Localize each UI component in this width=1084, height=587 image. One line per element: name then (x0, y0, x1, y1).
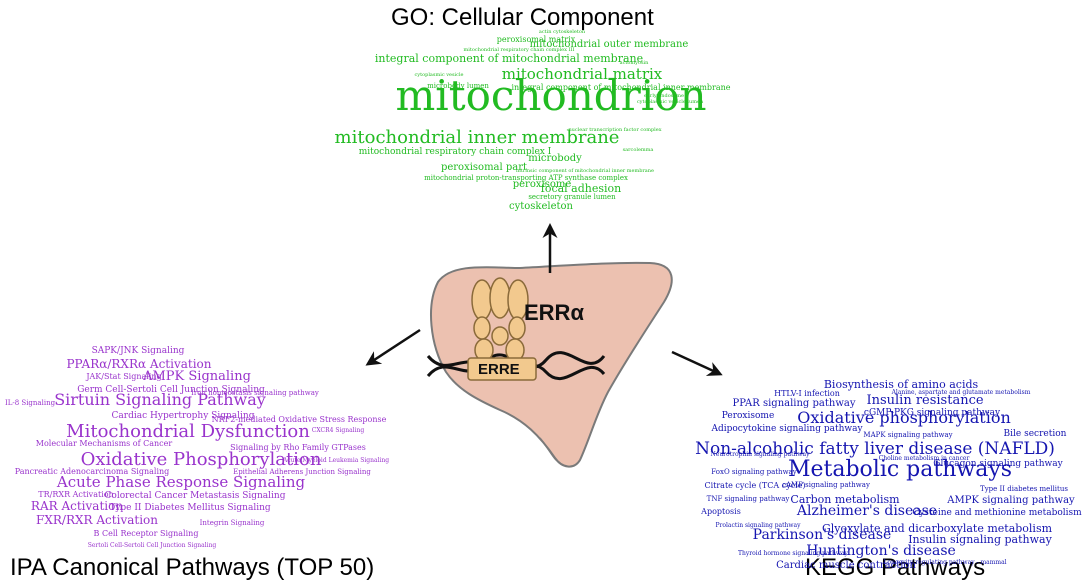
kegg-term: Alanine, aspartate and glutamate metabol… (891, 388, 1031, 396)
kegg-term: Peroxisome (721, 411, 775, 422)
go-term: sarcolemma (622, 146, 654, 153)
go-term: focal adhesion (540, 181, 622, 195)
erre-box (467, 357, 537, 381)
errα-label: ERRα (524, 300, 584, 325)
ipa-term: RAR Activation (30, 498, 124, 513)
go-term: mitochondrion (395, 71, 707, 121)
go-term: actin cytoskeleton (538, 28, 586, 35)
kegg-title: KEGG Pathways (805, 554, 986, 581)
kegg-term: Bile secretion (1003, 429, 1067, 440)
kegg-term: Oxidative phosphorylation (797, 408, 1011, 428)
ipa-term: Mitochondrial Dysfunction (66, 420, 310, 442)
ipa-term: Acute Phase Response Signaling (56, 473, 306, 492)
ipa-term: Pancreatic Adenocarcinoma Signaling (14, 467, 170, 477)
kegg-term: Prolactin signaling pathway (715, 521, 801, 529)
kegg-term: Thyroid hormone signaling pathway (738, 549, 848, 557)
kegg-term: cGMP-PKG signaling pathway (863, 408, 1001, 419)
go-term: secretory granule lumen (528, 193, 616, 202)
kegg-term: Insulin resistance (866, 392, 984, 408)
ipa-term: Colorectal Cancer Metastasis Signaling (104, 491, 286, 502)
ipa-term: Germ Cell-Sertoli Cell Junction Signalin… (77, 385, 265, 396)
kegg-term: Insulin signaling pathway (908, 532, 1052, 546)
kegg-term: TNF signaling pathway (706, 495, 790, 504)
go-term: cytoplasmic vesicle (414, 71, 464, 78)
errα-dimer (471, 277, 529, 362)
ipa-term: AMPK Signaling (143, 368, 251, 384)
go-term: mitochondrial proton-transporting ATP sy… (424, 174, 628, 183)
ipa-term: TR/RXR Activation (38, 490, 114, 500)
ipa-term: NRF2-mediated Oxidative Stress Response (211, 415, 387, 425)
kegg-term: Glucagon signaling pathway (933, 459, 1063, 470)
kegg-term: Apoptosis (701, 507, 741, 517)
kegg-term: AMPK signaling pathway (947, 494, 1075, 506)
ipa-term: Epithelial Adherens Junction Signaling (233, 468, 371, 477)
kegg-term: Type II diabetes mellitus (980, 485, 1068, 494)
ipa-term: FXR/RXR Activation (36, 512, 158, 527)
kegg-term: Cysteine and methionine metabolism (912, 508, 1082, 519)
go-term: early endosome (643, 92, 685, 99)
ipa-term: JAK/Stat Signaling (86, 372, 162, 382)
kegg-term: Cardiac muscle contraction (776, 559, 916, 571)
go-term: peroxisomal part (440, 161, 528, 173)
go-term: mitochondrial matrix (501, 65, 663, 84)
liver-shape (430, 261, 673, 468)
kegg-term: FoxO signaling pathway (711, 468, 797, 477)
go-term: microbody (528, 152, 582, 164)
erre-label: ERRE (478, 361, 520, 378)
arrow-to-kegg (671, 350, 723, 376)
kegg-term: cAMP signaling pathway (782, 481, 870, 490)
ipa-term: Cardiac Hypertrophy Signaling (111, 411, 255, 422)
kegg-term: Non-alcoholic fatty liver disease (NAFLD… (695, 438, 1055, 459)
go-term: mitochondrial outer membrane (529, 38, 689, 50)
kegg-term: Adipocytokine signaling pathway (711, 424, 863, 435)
ipa-term: IL-8 Signaling (4, 399, 56, 408)
ipa-term: B Cell Receptor Signaling (93, 529, 199, 539)
ipa-term: SAPK/JNK Signaling (91, 346, 185, 357)
ipa-term: Type II Diabetes Mellitus Signaling (109, 503, 271, 514)
ipa-title: IPA Canonical Pathways (TOP 50) (10, 554, 375, 581)
ipa-term: CXCR4 Signaling (311, 426, 365, 434)
go-term: peroxisome (512, 178, 572, 190)
kegg-term: Huntington's disease (806, 543, 956, 560)
go-title: GO: Cellular Component (391, 4, 654, 31)
kegg-term: Citrate cycle (TCA cycle) (704, 481, 806, 491)
ipa-term: Molecular Mechanisms of Cancer (35, 439, 173, 449)
go-term: mitochondrial respiratory chain complex … (358, 147, 552, 158)
ipa-term: Sirtuin Signaling Pathway (54, 390, 266, 410)
go-term: peroxisomal matrix (496, 35, 576, 45)
kegg-term: Neurotrophin signaling pathway (710, 450, 810, 458)
kegg-term: HTLV-I infection (774, 389, 840, 399)
go-term: cytoskeleton (509, 200, 573, 212)
ipa-term: PPARα/RXRα Activation (66, 356, 212, 371)
go-term: intrinsic component of mitochondrial inn… (516, 167, 654, 174)
ipa-term: Oxidative Phosphorylation (80, 448, 322, 470)
go-term: actomyosin (619, 59, 649, 66)
kegg-term: PPAR signaling pathway (732, 397, 856, 409)
ipa-term: Iron homeostasis signaling pathway (191, 389, 319, 398)
ipa-term: Signaling by Rho Family GTPases (230, 443, 366, 453)
go-term: nuclear transcription factor complex (568, 126, 662, 133)
kegg-term: Glyoxylate and dicarboxylate metabolism (821, 521, 1053, 535)
kegg-term: Choline metabolism in cancer (878, 454, 970, 462)
kegg-term: MAPK signaling pathway (863, 431, 953, 440)
go-term: integral component of mitochondrial memb… (374, 51, 644, 65)
go-term: mitochondrial respiratory chain complex … (463, 46, 575, 53)
ipa-term: Integrin Signaling (199, 519, 265, 528)
arrow-to-ipa (365, 328, 421, 366)
ipa-term: Acute Myeloid Leukemia Signaling (282, 456, 390, 464)
kegg-term: Biosynthesis of amino acids (823, 377, 979, 391)
kegg-term: Alzheimer's disease (796, 503, 938, 520)
kegg-term: Metabolic pathways (787, 457, 1013, 483)
go-term: cytoplasmic vesicle lumen (636, 98, 704, 105)
ipa-term: Sertoli Cell-Sertoli Cell Junction Signa… (87, 541, 217, 549)
kegg-term: Longevity regulating pathway - mammal (883, 558, 1007, 566)
go-term: mitochondrial inner membrane (334, 126, 620, 148)
go-term: integral component of mitochondrial inne… (511, 83, 731, 93)
kegg-term: Carbon metabolism (790, 492, 900, 506)
go-term: microbody lumen (427, 82, 489, 91)
kegg-term: Parkinson's disease (752, 527, 892, 544)
